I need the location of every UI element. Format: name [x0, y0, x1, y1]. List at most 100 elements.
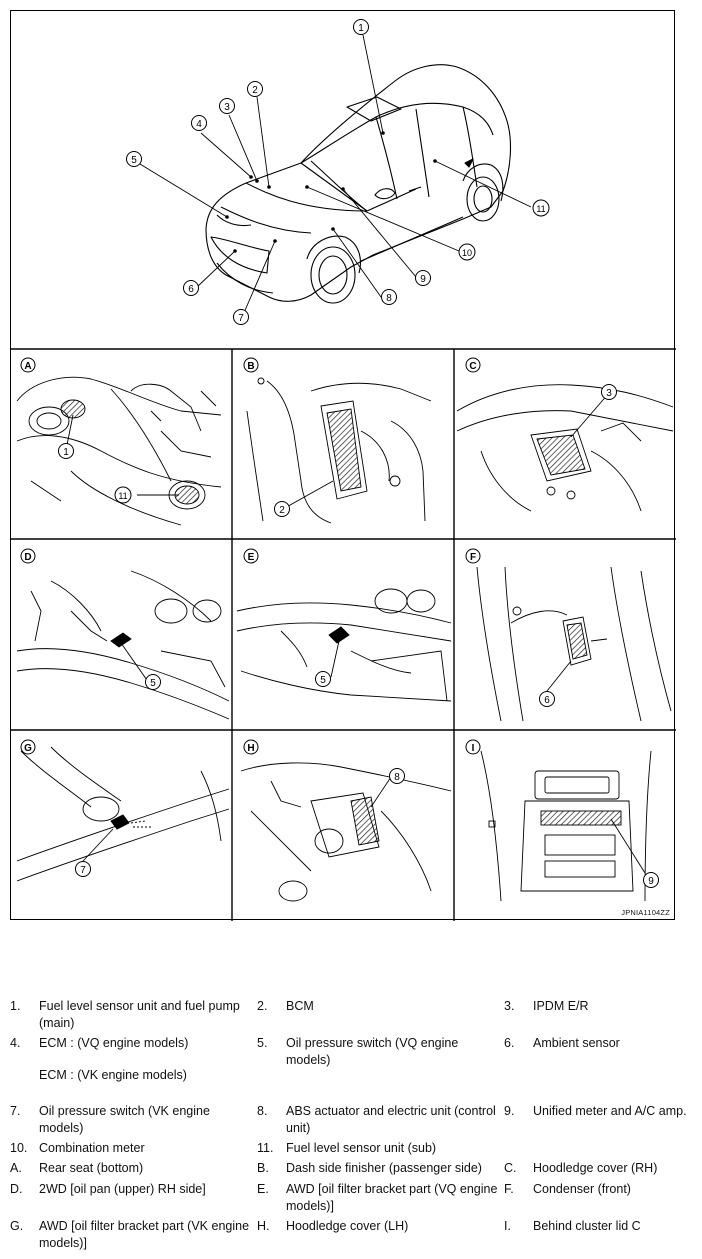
figure-code: JPNIA1104ZZ	[621, 908, 670, 917]
panel-callouts: 1 11 2 3 5 5 6 7 8 9	[58, 384, 659, 888]
panel-letter-e-label: E	[248, 552, 255, 563]
legend-item-11: 11.Fuel level sensor unit (sub)	[257, 1140, 500, 1157]
legend-item-5: 5.Oil pressure switch (VQ engine models)	[257, 1035, 500, 1069]
callout-panel-h-8-label: 8	[394, 772, 400, 783]
callout-panel-g-7: 7	[75, 861, 91, 877]
legend-num: C.	[504, 1161, 517, 1175]
legend-num: B.	[257, 1161, 269, 1175]
callout-3-label: 3	[224, 102, 230, 113]
callout-7: 7	[233, 309, 249, 325]
legend-text: Combination meter	[39, 1141, 145, 1155]
callout-10: 10	[458, 243, 476, 261]
panel-letter-g-label: G	[24, 743, 32, 754]
callout-9-label: 9	[420, 274, 426, 285]
legend-num: 7.	[10, 1104, 21, 1118]
legend-text: BCM	[286, 999, 314, 1013]
callout-1: 1	[353, 19, 369, 35]
callout-3: 3	[219, 98, 235, 114]
callout-panel-f-6-label: 6	[544, 695, 550, 706]
callout-panel-d-5-label: 5	[150, 678, 156, 689]
legend-row: 4.ECM : (VQ engine models) ECM : (VK eng…	[10, 1035, 700, 1087]
callout-4-label: 4	[196, 119, 202, 130]
panel-grid	[11, 348, 676, 921]
panel-h	[240, 762, 452, 902]
legend-row: 10. Combination meter 11.Fuel level senso…	[10, 1140, 700, 1160]
panel-letter-c: C	[465, 357, 481, 373]
legend-item-f: F. Condenser (front)	[504, 1181, 702, 1198]
legend-item-d: D.2WD [oil pan (upper) RH side]	[10, 1181, 250, 1198]
panel-g	[16, 746, 230, 882]
callout-9: 9	[415, 270, 431, 286]
legend-item-i: I. Behind cluster lid C	[504, 1218, 702, 1235]
legend-text: Condenser (front)	[533, 1182, 631, 1196]
overview-points	[225, 131, 437, 253]
callout-6-label: 6	[188, 284, 194, 295]
legend-num: I.	[504, 1219, 511, 1233]
legend-item-g: G.AWD [oil filter bracket part (VK engin…	[10, 1218, 250, 1252]
panel-letter-b-label: B	[247, 361, 254, 372]
panel-b	[246, 377, 432, 524]
callout-panel-a-1: 1	[58, 443, 74, 459]
callout-panel-c-3-label: 3	[606, 388, 612, 399]
panel-letter-a-label: A	[24, 361, 31, 372]
callout-panel-a-11: 11	[114, 486, 132, 504]
callout-8: 8	[381, 289, 397, 305]
callout-6: 6	[183, 280, 199, 296]
legend-item-4: 4.ECM : (VQ engine models)	[10, 1035, 250, 1052]
callout-panel-e-5: 5	[315, 671, 331, 687]
panel-letter-e: E	[243, 548, 259, 564]
legend-item-a: A.Rear seat (bottom)	[10, 1160, 250, 1177]
legend-text: Behind cluster lid C	[533, 1219, 641, 1233]
legend-text: Hoodledge cover (LH)	[286, 1219, 409, 1233]
legend-item-8: 8. ABS actuator and electric unit (contro…	[257, 1103, 500, 1137]
panel-letter-g: G	[20, 739, 36, 755]
callout-panel-b-2-label: 2	[279, 505, 285, 516]
legend-num: 3.	[504, 999, 515, 1013]
overview-leaders	[134, 34, 532, 316]
callout-10-label: 10	[462, 248, 472, 258]
legend-num: 4.	[10, 1036, 21, 1050]
panel-a	[16, 376, 222, 526]
legend-num: E.	[257, 1182, 269, 1196]
legend-num: 5.	[257, 1036, 268, 1050]
legend-num: 10.	[10, 1141, 28, 1155]
panel-letter-i-label: I	[472, 743, 475, 754]
callout-panel-c-3: 3	[601, 384, 617, 400]
legend-item-b: B.Dash side finisher (passenger side)	[257, 1160, 500, 1177]
vehicle-overview	[205, 64, 511, 304]
panel-letter-f-label: F	[470, 552, 476, 563]
panel-letter-c-label: C	[469, 361, 476, 372]
callout-panel-a-1-label: 1	[63, 447, 69, 458]
legend-text: Ambient sensor	[533, 1036, 620, 1050]
panel-i	[480, 750, 652, 902]
legend-row: D.2WD [oil pan (upper) RH side] E. AWD [o…	[10, 1181, 702, 1213]
legend-text: Oil pressure switch (VK engine models)	[39, 1104, 210, 1135]
panel-e	[236, 588, 452, 702]
legend-num: 8.	[257, 1104, 268, 1118]
callout-panel-i-9-label: 9	[648, 876, 654, 887]
legend-text: 2WD [oil pan (upper) RH side]	[39, 1182, 206, 1196]
panel-letter-d-label: D	[24, 552, 31, 563]
callout-panel-h-8: 8	[389, 768, 405, 784]
legend-row: 1.Fuel level sensor unit and fuel pump (…	[10, 998, 702, 1030]
legend-text: AWD [oil filter bracket part (VQ engine …	[286, 1182, 498, 1213]
legend-num: F.	[504, 1182, 514, 1196]
legend-item-7: 7. Oil pressure switch (VK engine models)	[10, 1103, 250, 1137]
callout-panel-f-6: 6	[539, 691, 555, 707]
legend-num: G.	[10, 1219, 24, 1233]
legend-text: Hoodledge cover (RH)	[533, 1161, 658, 1175]
legend-text: ABS actuator and electric unit (control …	[286, 1104, 496, 1135]
legend-item-10: 10. Combination meter	[10, 1140, 250, 1157]
callout-8-label: 8	[386, 293, 392, 304]
callout-panel-d-5: 5	[145, 674, 161, 690]
legend-item-6: 6.Ambient sensor	[504, 1035, 702, 1052]
callout-1-label: 1	[358, 23, 364, 34]
callout-11: 11	[532, 199, 550, 217]
legend-text: Rear seat (bottom)	[39, 1161, 144, 1175]
callout-panel-b-2: 2	[274, 501, 290, 517]
legend-item-3: 3.IPDM E/R	[504, 998, 702, 1015]
legend-item-9: 9.Unified meter and A/C amp.	[504, 1103, 702, 1120]
legend-item-h: H.Hoodledge cover (LH)	[257, 1218, 500, 1235]
callout-panel-g-7-label: 7	[80, 865, 86, 876]
callout-11-label: 11	[536, 204, 545, 214]
